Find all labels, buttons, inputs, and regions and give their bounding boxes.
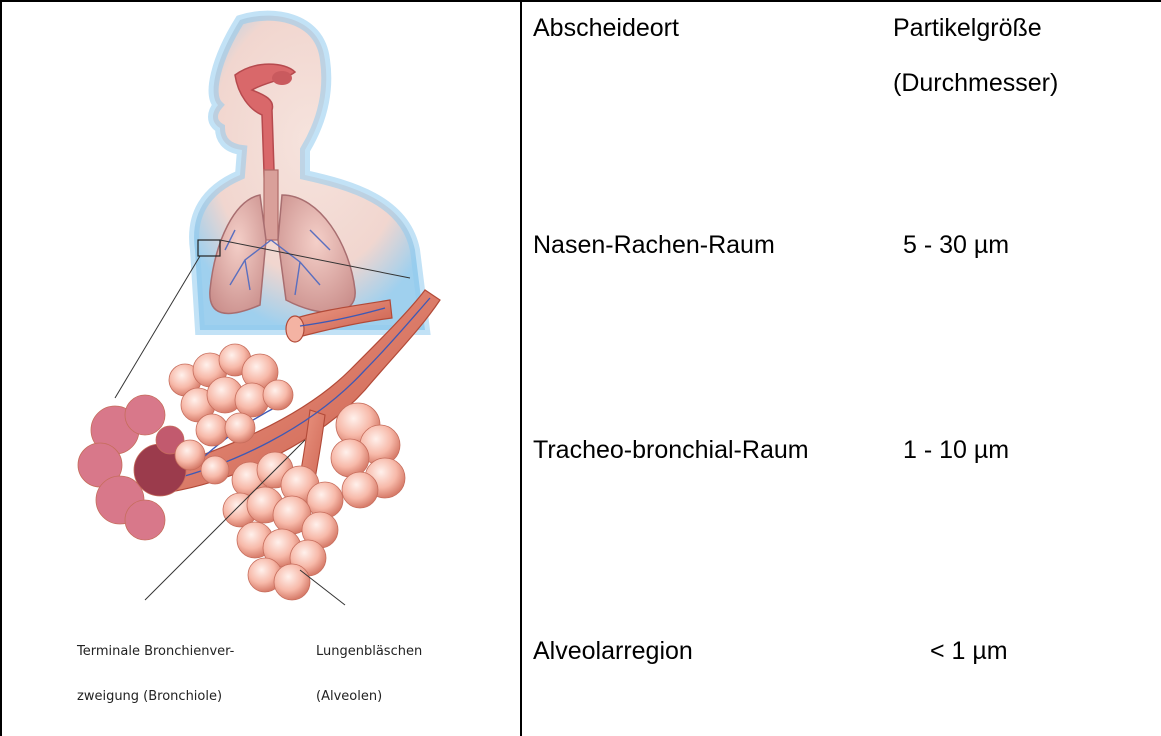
- row-location-1: Nasen-Rachen-Raum: [533, 230, 775, 260]
- human-silhouette: [194, 16, 425, 330]
- caption-alveoli: Lungenbläschen (Alveolen): [316, 614, 422, 719]
- row-location-3: Alveolarregion: [533, 636, 693, 666]
- row-size-1: 5 - 30 µm: [903, 230, 1009, 260]
- caption-bronchiole: Terminale Bronchienver- zweigung (Bronch…: [77, 614, 234, 719]
- alveoli-cross-section: [78, 395, 186, 540]
- header-size: Partikelgröße: [893, 13, 1042, 43]
- header-size-subtitle: (Durchmesser): [893, 68, 1058, 98]
- sinus-shape: [272, 71, 292, 85]
- caption-bronchiole-line2: zweigung (Bronchiole): [77, 689, 234, 704]
- table-column-divider: [520, 0, 522, 736]
- row-size-2: 1 - 10 µm: [903, 435, 1009, 465]
- row-location-2: Tracheo-bronchial-Raum: [533, 435, 809, 465]
- caption-alveoli-line2: (Alveolen): [316, 689, 422, 704]
- caption-bronchiole-line1: Terminale Bronchienver-: [77, 644, 234, 659]
- table-border-left: [0, 0, 2, 736]
- row-size-3: < 1 µm: [930, 636, 1008, 666]
- caption-alveoli-line1: Lungenbläschen: [316, 644, 422, 659]
- header-location: Abscheideort: [533, 13, 679, 43]
